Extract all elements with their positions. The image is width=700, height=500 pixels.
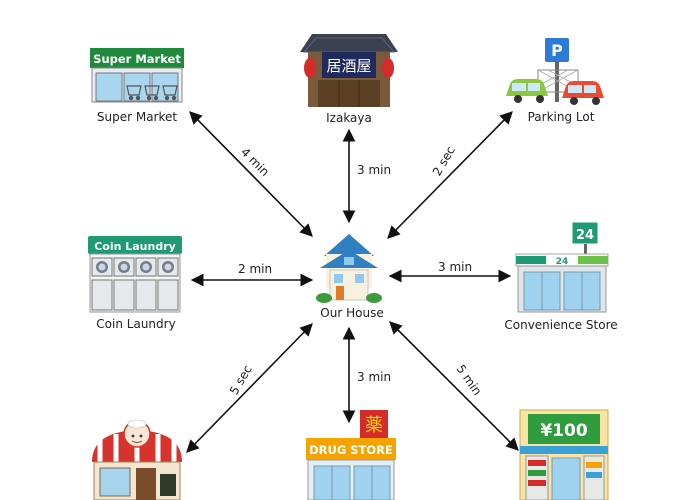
coin-laundry-sign: Coin Laundry (94, 240, 176, 253)
our-house-label: Our House (320, 306, 384, 320)
drug-store-sign: DRUG STORE (309, 443, 393, 457)
hundred-yen-sign: ¥100 (540, 421, 587, 441)
izakaya-icon: 居酒屋 (300, 34, 398, 107)
hundred-yen-shop-icon: ¥100 (519, 409, 609, 500)
drug-store-kanji: 薬 (365, 415, 383, 436)
parking-lot-label: Parking Lot (527, 110, 595, 124)
time-coin-laundry: 2 min (238, 262, 273, 276)
super-market-label: Super Market (96, 110, 178, 124)
arrow-parking-lot (387, 111, 513, 239)
parking-lot-icon: P (506, 38, 604, 105)
arrow-super-market (189, 111, 313, 237)
coin-laundry-label: Coin Laundry (96, 317, 176, 331)
drug-store-icon: 薬 DRUG STORE (306, 410, 396, 500)
arrow-hundred-yen-shop (389, 321, 519, 451)
time-drug-store: 3 min (357, 370, 392, 384)
super-market-icon: Super Market (90, 48, 184, 103)
convenience-store-label: Convenience Store (504, 318, 618, 332)
time-izakaya: 3 min (357, 163, 392, 177)
red-car-icon (562, 81, 604, 105)
coin-laundry-icon: Coin Laundry (88, 236, 182, 313)
convenience-sign-front: 24 (556, 257, 569, 267)
arrow-bakery (186, 323, 313, 453)
green-car-icon (506, 79, 548, 103)
parking-sign: P (551, 41, 563, 60)
bakery-icon (92, 419, 182, 500)
convenience-store-icon: 24 24 (515, 221, 609, 313)
convenience-sign-top: 24 (576, 228, 594, 243)
super-market-sign: Super Market (93, 52, 181, 66)
izakaya-sign: 居酒屋 (326, 57, 371, 75)
izakaya-label: Izakaya (326, 111, 372, 125)
time-convenience-store: 3 min (438, 260, 473, 274)
house-icon (316, 234, 382, 303)
